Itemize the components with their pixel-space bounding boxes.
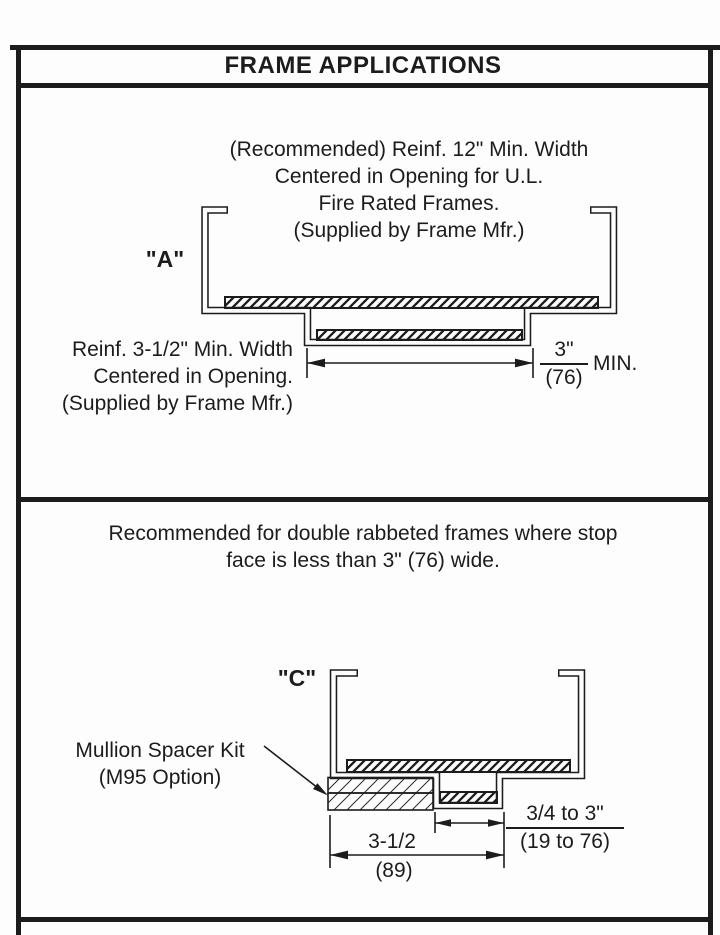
frame-a-dimension bbox=[306, 348, 534, 378]
leader-line bbox=[263, 745, 317, 788]
frame-a-reinforcement-12in-bar bbox=[224, 296, 599, 309]
frame-c-note-line1: Recommended for double rabbeted frames w… bbox=[108, 522, 618, 545]
arrowhead-right bbox=[486, 850, 504, 860]
divider-title bbox=[16, 83, 713, 88]
frame-c-stop-reinforcement-bar bbox=[439, 791, 498, 804]
frame-c-overall-dimension bbox=[329, 815, 504, 868]
spacer-piece-bottom bbox=[327, 792, 434, 811]
frame-c-note-line2: face is less than 3" (76) wide. bbox=[226, 549, 500, 572]
frame-a-top-note-line3: Fire Rated Frames. bbox=[318, 192, 500, 215]
frame-c-stop-dimension bbox=[434, 812, 505, 868]
frame-a-left-note-line3: (Supplied by Frame Mfr.) bbox=[61, 392, 293, 415]
border-right bbox=[708, 45, 713, 935]
divider-section-c-bottom bbox=[16, 917, 713, 922]
arrowhead-left bbox=[330, 850, 348, 860]
frame-a-dim-mm: (76) bbox=[545, 366, 583, 389]
frame-a-profile-core bbox=[202, 207, 616, 345]
frame-c-reinforcement-bar bbox=[346, 759, 571, 773]
mullion-spacer-kit-block bbox=[327, 776, 434, 811]
frame-a-left-note-line1: Reinf. 3-1/2" Min. Width bbox=[71, 338, 293, 361]
frame-a-reinforcement-3half-bar bbox=[316, 329, 523, 341]
frame-c-stop-dim-inches: 3/4 to 3" bbox=[506, 803, 624, 829]
frame-c-note: Recommended for double rabbeted frames w… bbox=[16, 520, 710, 574]
border-top bbox=[10, 45, 720, 50]
frame-a-label: "A" bbox=[145, 246, 185, 272]
frame-a-top-note: (Recommended) Reinf. 12" Min. Width Cent… bbox=[159, 136, 659, 244]
mullion-spacer-callout-line2: (M95 Option) bbox=[98, 766, 222, 789]
frame-c-overall-dim-mm: (89) bbox=[375, 859, 413, 882]
page-borders bbox=[10, 45, 720, 935]
frame-a-dim-inches: 3" bbox=[540, 339, 588, 365]
frame-a-left-note-line2: Centered in Opening. bbox=[93, 365, 293, 388]
frame-a-drawing bbox=[201, 206, 618, 378]
frame-a-top-note-line1: (Recommended) Reinf. 12" Min. Width bbox=[229, 138, 589, 161]
arrowhead-left bbox=[307, 358, 325, 368]
frame-c-label: "C" bbox=[277, 665, 317, 691]
divider-section-a-c bbox=[16, 497, 713, 502]
frame-a-left-note: Reinf. 3-1/2" Min. Width Centered in Ope… bbox=[23, 336, 293, 417]
mullion-spacer-callout: Mullion Spacer Kit (M95 Option) bbox=[48, 737, 272, 791]
arrowhead-left bbox=[435, 819, 451, 827]
border-left bbox=[16, 45, 21, 935]
callout-leader bbox=[263, 745, 328, 796]
frame-c-stop-dim-mm: (19 to 76) bbox=[520, 830, 610, 853]
frame-a-dimension-fraction: 3" (76) bbox=[540, 339, 588, 389]
frame-a-dim-qualifier: MIN. bbox=[593, 352, 638, 375]
spacer-piece-top bbox=[327, 776, 434, 794]
page-title: FRAME APPLICATIONS bbox=[224, 52, 502, 79]
frame-a-top-note-line4: (Supplied by Frame Mfr.) bbox=[293, 219, 525, 242]
frame-c-stop-dimension-fraction: 3/4 to 3" (19 to 76) bbox=[506, 803, 624, 853]
frame-c-profile-core bbox=[331, 670, 584, 808]
frame-c-drawing bbox=[263, 669, 586, 868]
leader-arrowhead bbox=[313, 783, 328, 796]
arrowhead-right bbox=[515, 358, 533, 368]
frame-a-top-note-line2: Centered in Opening for U.L. bbox=[274, 165, 544, 188]
mullion-spacer-callout-line1: Mullion Spacer Kit bbox=[75, 739, 245, 762]
arrowhead-right bbox=[488, 819, 504, 827]
frame-c-overall-dim-inches: 3-1/2 bbox=[368, 830, 416, 853]
